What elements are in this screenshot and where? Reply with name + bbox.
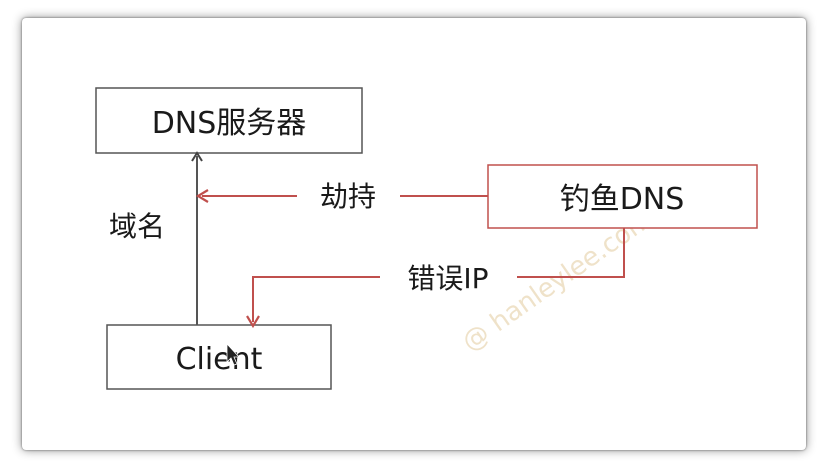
dns-server-label: DNS服务器 — [152, 106, 307, 141]
dns-server-node: DNS服务器 — [95, 87, 363, 154]
wrong-ip-arrow-tail-segment — [517, 228, 625, 278]
wrong-ip-edge-label: 错误IP — [407, 262, 488, 295]
domain-edge-label: 域名 — [109, 210, 165, 243]
phishing-dns-node: 钓鱼DNS — [487, 164, 758, 229]
hijack-edge-label: 劫持 — [320, 180, 376, 213]
phishing-dns-label: 钓鱼DNS — [560, 182, 685, 217]
client-label: Client — [176, 342, 263, 377]
mouse-cursor-icon — [226, 342, 240, 366]
wrong-ip-arrow-head-segment — [246, 276, 380, 329]
client-node: Client — [106, 324, 332, 390]
